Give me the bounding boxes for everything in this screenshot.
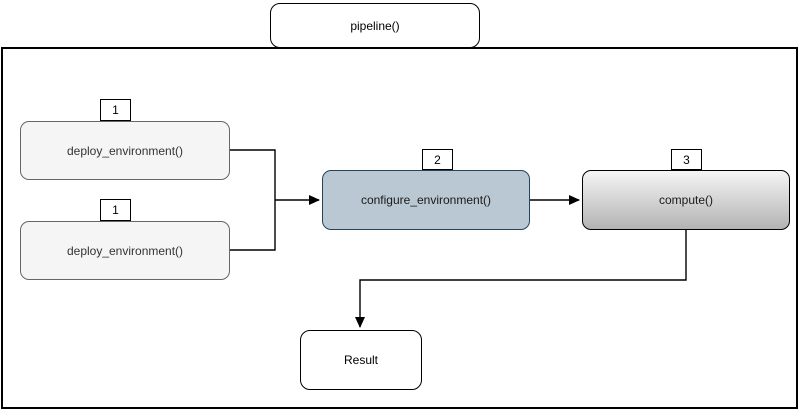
node-label: Result [343,353,378,367]
badge-label: 3 [683,152,690,167]
node-pipeline-title: pipeline() [270,3,480,48]
node-compute: compute() [582,170,790,230]
node-label: deploy_environment() [66,243,184,258]
badge-label: 1 [112,103,119,117]
badge-label: 1 [112,203,119,217]
node-label: configure_environment() [360,193,492,207]
badge-deploy-environment-1: 1 [100,99,131,121]
badge-compute: 3 [671,149,702,170]
node-deploy-environment-2: deploy_environment() [20,221,230,280]
badge-label: 2 [434,152,441,167]
pipeline-title-label: pipeline() [350,18,400,33]
node-deploy-environment-1: deploy_environment() [20,121,230,180]
node-configure-environment: configure_environment() [322,170,530,230]
badge-deploy-environment-2: 1 [100,199,131,221]
node-result: Result [300,330,422,390]
badge-configure-environment: 2 [422,149,453,170]
node-label: deploy_environment() [66,143,184,158]
node-label: compute() [658,193,714,207]
